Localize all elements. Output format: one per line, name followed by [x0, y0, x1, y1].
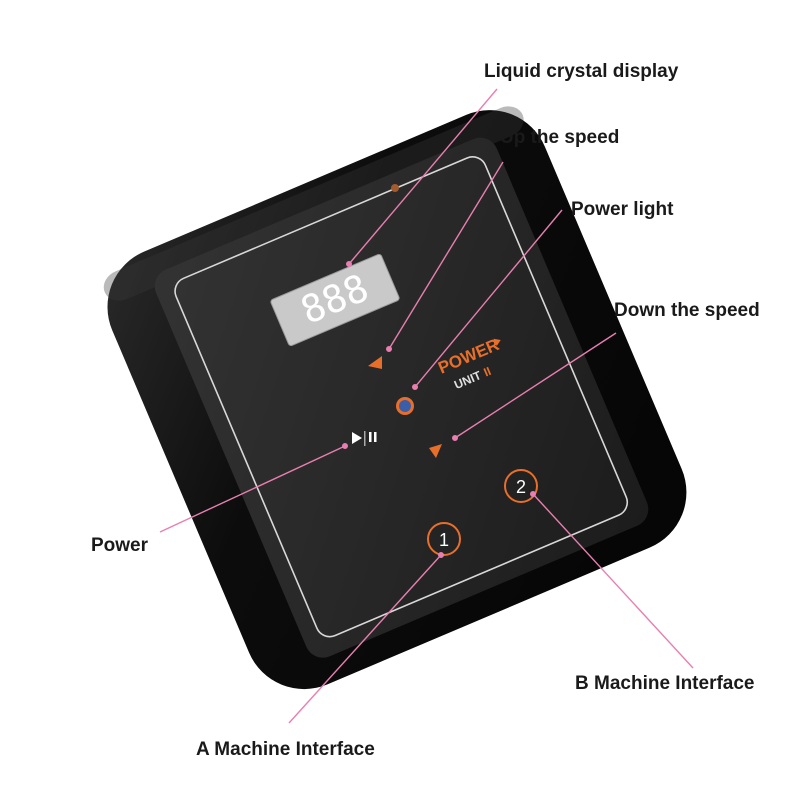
- leader-b-interface: [532, 493, 694, 669]
- leader-lcd: [348, 88, 498, 265]
- leader-lines: [159, 88, 694, 724]
- control-panel: [154, 137, 649, 658]
- panel-border-line: [174, 156, 629, 638]
- play-pause-icon[interactable]: [352, 431, 377, 446]
- label-b-interface: B Machine Interface: [575, 673, 755, 694]
- label-power: Power: [91, 535, 149, 556]
- top-indicator-dot: [391, 184, 399, 192]
- triangle-down-icon[interactable]: [429, 444, 442, 458]
- interface-a-number: 1: [439, 530, 449, 550]
- leader-down-speed: [454, 332, 617, 439]
- leader-power-light: [414, 209, 563, 388]
- label-down-speed: Down the speed: [614, 300, 760, 321]
- label-up-speed: Up the speed: [500, 127, 620, 148]
- leader-up-speed: [388, 161, 504, 350]
- interface-b-button[interactable]: 2: [504, 469, 538, 503]
- leader-a-interface: [288, 554, 442, 724]
- triangle-up-icon[interactable]: [368, 356, 382, 369]
- brand-numeral: II: [482, 364, 494, 379]
- label-a-interface: A Machine Interface: [196, 739, 375, 760]
- interface-b-number: 2: [516, 477, 526, 497]
- label-power-light: Power light: [571, 199, 674, 220]
- power-light: [396, 397, 414, 415]
- power-supply-device: [103, 106, 687, 690]
- label-lcd: Liquid crystal display: [484, 61, 679, 82]
- leader-power: [159, 445, 346, 533]
